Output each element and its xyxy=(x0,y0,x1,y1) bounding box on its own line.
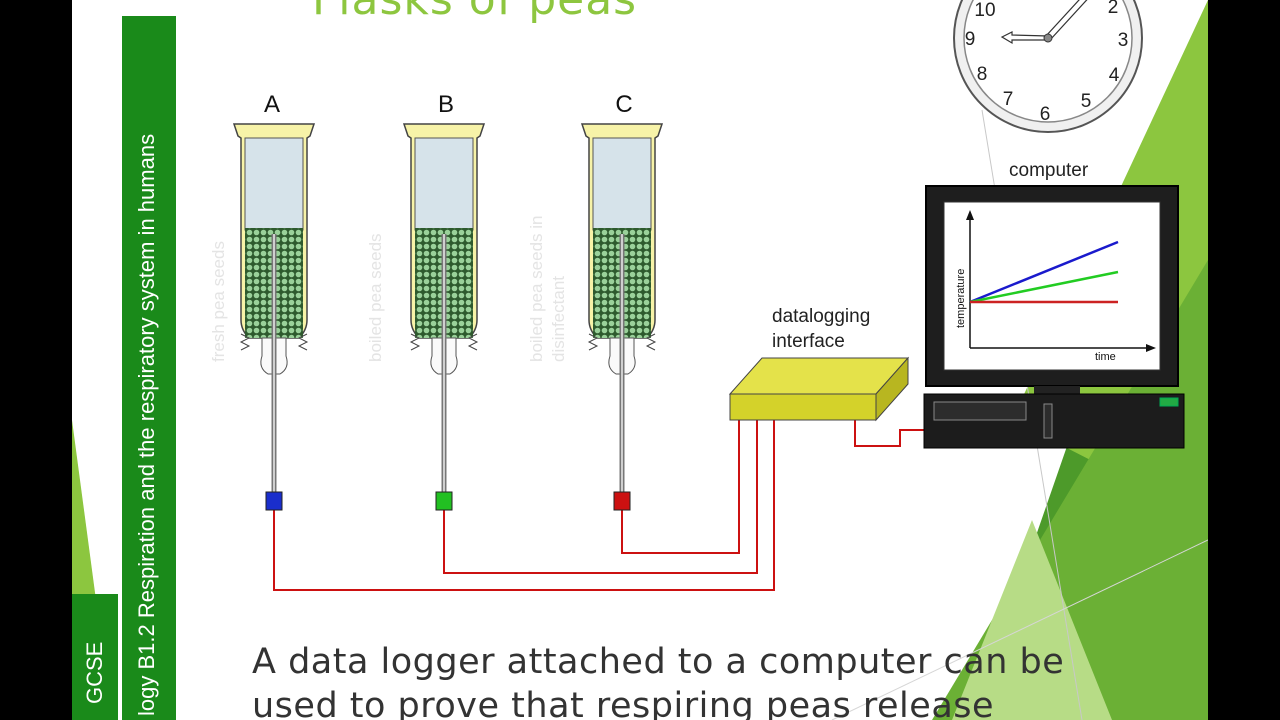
flask-b: B boiled pea seeds xyxy=(366,91,484,511)
clock-number-10: 10 xyxy=(974,0,995,21)
graph-y-label: temperature xyxy=(955,269,967,328)
green-triangle-pale xyxy=(952,520,1112,720)
flask-c-letter: C xyxy=(615,91,632,118)
computer-label: computer xyxy=(1009,160,1089,181)
clock-face xyxy=(963,0,1133,123)
experiment-diagram: A fresh pea seeds B boiled pea seeds C b… xyxy=(209,0,1185,591)
disk-drive xyxy=(933,401,1027,421)
graph-line-green xyxy=(969,270,1119,304)
caption-line-2: used to prove that respiring peas releas… xyxy=(252,686,995,720)
slide-title: Flasks of peas xyxy=(312,0,812,25)
wire-flask-b xyxy=(443,420,758,574)
wire-flask-c xyxy=(621,420,740,554)
flask-c-contents-1: boiled pea seeds in xyxy=(527,215,546,362)
clock-center xyxy=(1043,33,1053,43)
flask-c: C boiled pea seeds in disinfectant xyxy=(527,91,662,511)
flask-b-sensor xyxy=(435,491,453,511)
graph-line-blue xyxy=(969,240,1119,304)
screen-graph: temperature time xyxy=(955,210,1156,363)
screen xyxy=(943,201,1161,371)
clock-number-6: 6 xyxy=(1040,104,1051,125)
flask-a-letter: A xyxy=(264,91,280,118)
clock: 10 2 9 3 8 4 7 6 5 xyxy=(953,0,1143,133)
clock-number-8: 8 xyxy=(977,64,988,85)
wire-flask-a xyxy=(273,420,775,591)
level-band: GCSE xyxy=(72,594,118,720)
computer: computer temperature time xyxy=(923,160,1185,449)
clock-number-2: 2 xyxy=(1108,0,1119,18)
wires xyxy=(273,420,924,591)
wire-interface-computer xyxy=(854,420,924,447)
graph-y-arrow xyxy=(966,210,974,220)
flask-a-contents: fresh pea seeds xyxy=(209,241,228,362)
clock-number-4: 4 xyxy=(1109,65,1120,86)
caption-line-1: A data logger attached to a computer can… xyxy=(252,642,1065,682)
interface-label-1: datalogging xyxy=(772,306,870,327)
flask-a-sensor xyxy=(265,491,283,511)
flask-c-contents-2: disinfectant xyxy=(549,276,568,362)
slide: logy B1.2 Respiration and the respirator… xyxy=(72,0,1208,720)
flask-c-sensor xyxy=(613,491,631,511)
monitor-stand xyxy=(1034,386,1080,396)
clock-number-3: 3 xyxy=(1118,30,1129,51)
caption: A data logger attached to a computer can… xyxy=(252,640,1132,720)
flask-b-letter: B xyxy=(438,91,454,118)
clock-number-5: 5 xyxy=(1081,91,1092,112)
power-led xyxy=(1159,397,1179,407)
topic-band: logy B1.2 Respiration and the respirator… xyxy=(122,16,176,720)
interface-front xyxy=(729,393,877,421)
flask-b-contents: boiled pea seeds xyxy=(366,233,385,362)
graph-x-arrow xyxy=(1146,344,1156,352)
clock-number-9: 9 xyxy=(965,29,976,50)
clock-number-7: 7 xyxy=(1003,89,1014,110)
drive-slot xyxy=(1043,403,1053,439)
datalogging-interface: datalogging interface xyxy=(728,306,910,422)
decor-line xyxy=(831,539,1208,720)
interface-label-2: interface xyxy=(772,331,845,352)
flask-a: A fresh pea seeds xyxy=(209,91,314,511)
clock-hour-hand xyxy=(1000,31,1049,45)
graph-x-label: time xyxy=(1095,351,1116,363)
